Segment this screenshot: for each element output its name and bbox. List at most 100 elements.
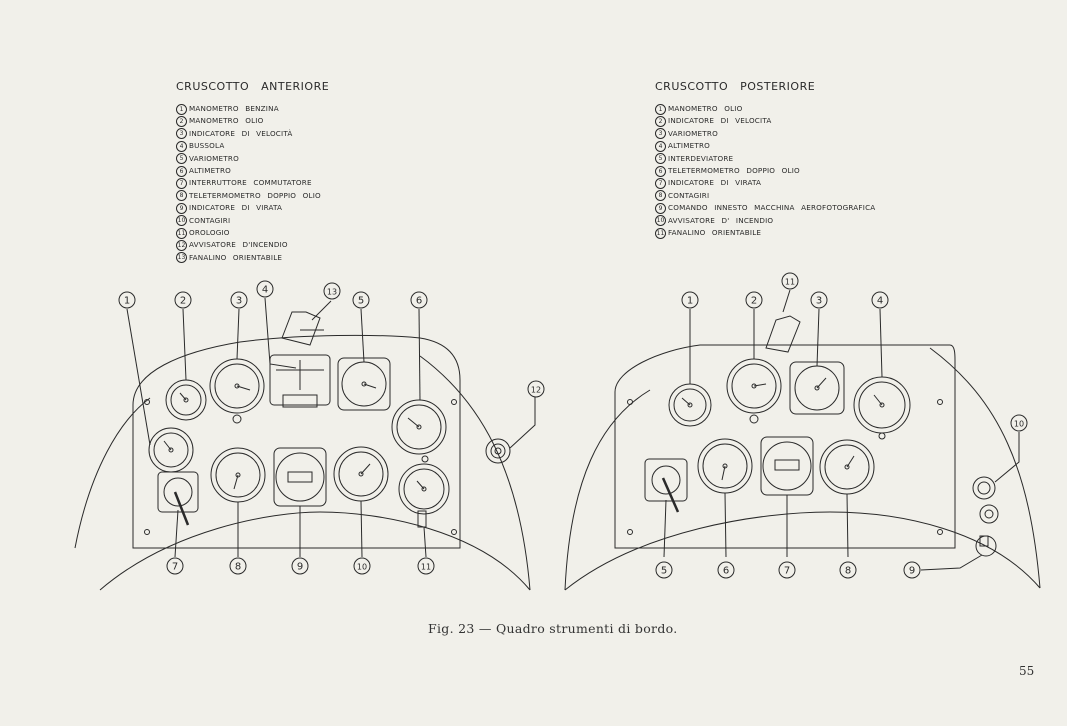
rear-altimeter [853,376,911,440]
rear-panel-outline [564,344,1041,591]
front-oil-pressure-gauge [165,379,207,421]
callout-circle [353,557,371,575]
front-legend-label: BUSSOLA [189,141,225,151]
callout-number: 11 [785,278,795,287]
front-callout-10: 10 [353,557,371,575]
callout-number: 6 [416,296,422,307]
rear-turn-indicator [760,436,814,496]
callout-circle [810,291,828,309]
front-legend-label: CONTAGIRI [189,215,231,225]
rear-legend-number: 2 [655,115,666,127]
front-variometer [337,357,391,411]
rear-callout-7: 7 [778,561,796,579]
front-turn-indicator [273,447,327,507]
callout-number: 2 [751,296,757,307]
front-callout-1: 1 [118,291,136,309]
callout-number: 3 [816,296,822,307]
front-legend-label: ALTIMETRO [189,166,232,176]
rear-callout-6: 6 [717,561,735,579]
callout-circle [417,557,435,575]
front-legend-number: 9 [176,202,187,214]
rear-callout-4: 4 [871,291,889,309]
callout-number: 13 [327,288,337,297]
front-altimeter [391,399,447,463]
rear-legend-number: 8 [655,190,666,202]
front-legend-number: 7 [176,177,187,189]
callout-number: 11 [421,563,431,572]
front-legend-number: 8 [176,190,187,202]
rear-legend-label: ALTIMETRO [668,141,711,151]
front-legend-number: 10 [176,215,187,227]
callout-number: 6 [723,566,729,577]
callout-circle [166,557,184,575]
rear-legend-label: FANALINO ORIENTABILE [668,228,762,238]
callout-number: 5 [661,566,667,577]
rear-legend-number: 6 [655,165,666,177]
callout-number: 5 [358,296,364,307]
rear-callout-10: 10 [1010,414,1028,432]
callout-circle [717,561,735,579]
callout-number: 8 [845,566,851,577]
callout-number: 8 [235,562,241,573]
rear-leader-lines [663,308,1020,571]
rear-legend-number: 7 [655,177,666,189]
callout-circle [174,291,192,309]
callout-circle [323,282,341,300]
callout-number: 4 [877,296,883,307]
rear-legend-number: 9 [655,202,666,214]
callout-number: 9 [297,562,303,573]
callout-circle [352,291,370,309]
callout-circle [871,291,889,309]
front-legend-label: TELETERMOMETRO DOPPIO OLIO [189,190,321,200]
callout-circle [410,291,428,309]
callout-circle [781,272,799,290]
callout-number: 9 [909,566,915,577]
rear-fire-warning-light [972,476,996,500]
callout-circle [681,291,699,309]
front-legend-number: 3 [176,128,187,140]
page-number: 55 [1019,664,1035,678]
front-dual-oil-thermometer [210,447,266,503]
callout-circle [230,291,248,309]
callout-number: 7 [172,562,178,573]
front-fire-warning-light [485,438,511,464]
front-callout-2: 2 [174,291,192,309]
front-legend-label: FANALINO ORIENTABILE [189,252,283,262]
rear-airspeed-indicator [726,358,782,424]
callout-circle [256,280,274,298]
front-panel-title: CRUSCOTTO ANTERIORE [176,80,330,93]
front-legend-label: INTERRUTTORE COMMUTATORE [189,178,312,188]
rear-callout-2: 2 [745,291,763,309]
rear-legend-number: 3 [655,128,666,140]
rear-oil-pressure-gauge [668,383,712,427]
front-callout-8: 8 [229,557,247,575]
callout-circle [655,561,673,579]
front-legend-number: 1 [176,103,187,115]
rear-legend-label: VARIOMETRO [668,128,718,138]
front-callout-4: 4 [256,280,274,298]
callout-number: 10 [357,563,367,572]
rear-adjustable-lamp [765,289,801,353]
callout-circle [745,291,763,309]
rear-tachometer [819,439,875,495]
callout-number: 2 [180,296,186,307]
front-callout-9: 9 [291,557,309,575]
